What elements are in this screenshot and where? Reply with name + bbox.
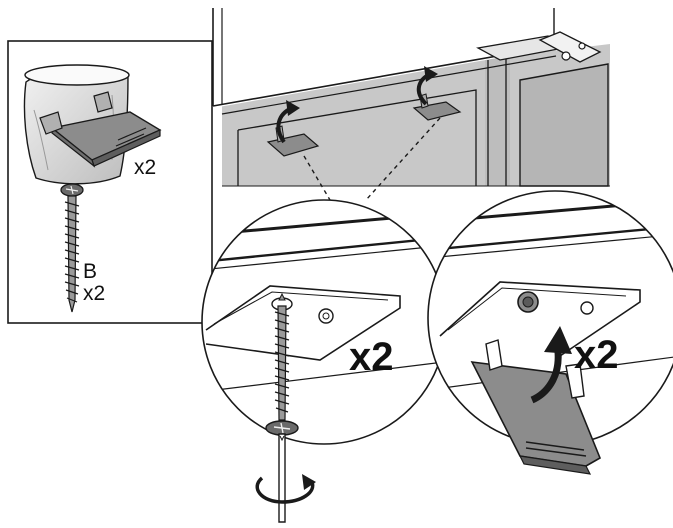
screw-detail-icon bbox=[265, 292, 299, 436]
screwdriver-icon bbox=[255, 433, 316, 523]
screw-b-icon bbox=[60, 183, 84, 313]
cabinet-underside-view bbox=[212, 8, 610, 187]
flip-up-arrow-icon bbox=[530, 326, 572, 404]
foot-quantity-label: x2 bbox=[134, 156, 156, 179]
foot-detail-quantity-label: x2 bbox=[574, 333, 619, 377]
flip-arrow-left-icon bbox=[276, 100, 300, 144]
door-hinge-icon bbox=[476, 31, 602, 63]
parts-box: x2 B x2 bbox=[7, 40, 213, 324]
detail-circle-screw bbox=[201, 199, 447, 445]
flip-arrow-right-icon bbox=[416, 66, 438, 106]
foot-detail-icon bbox=[470, 339, 602, 475]
mounting-foot-part-icon bbox=[39, 91, 162, 168]
detail-leader-lines bbox=[303, 117, 441, 201]
screw-quantity-label: x2 bbox=[83, 282, 105, 305]
screw-detail-quantity-label: x2 bbox=[349, 335, 394, 379]
screw-letter-label: B bbox=[83, 260, 97, 283]
